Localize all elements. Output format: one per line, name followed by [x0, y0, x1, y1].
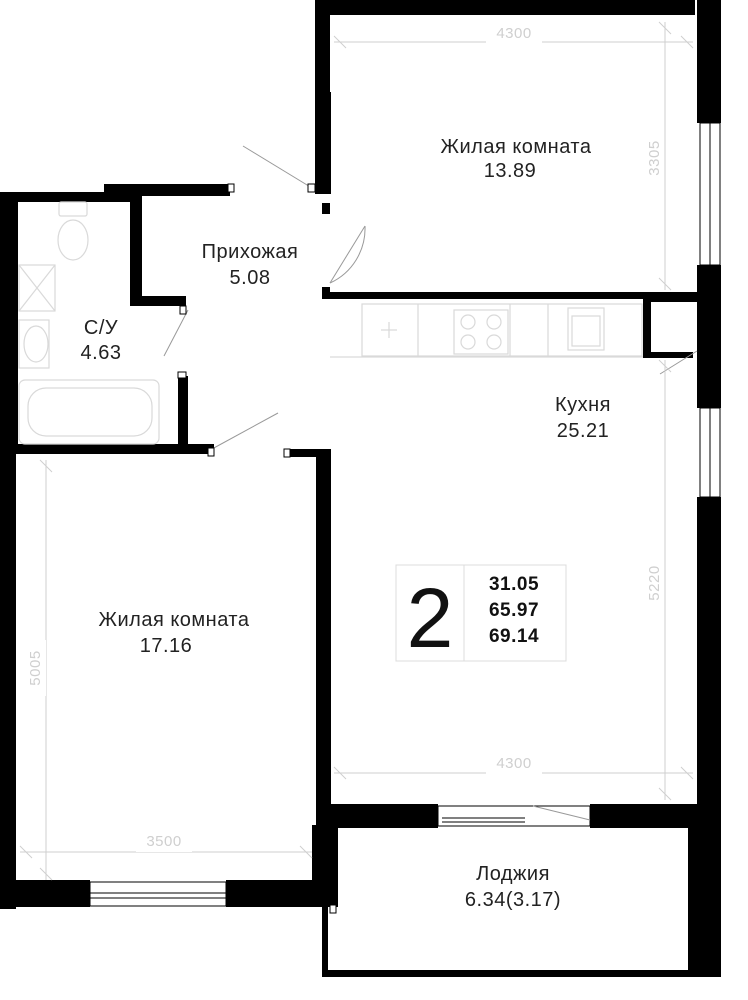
wall-bottom-left — [0, 880, 90, 907]
wall-partition-kitchen — [323, 292, 699, 299]
sink-icon — [567, 307, 605, 351]
wall-kitchen-bottom-left — [330, 804, 438, 828]
wall-left-upper — [0, 192, 18, 454]
room-loggia-name: Лоджия — [476, 863, 550, 885]
fixtures — [18, 201, 643, 445]
room-living-top-area: 13.89 — [484, 160, 537, 182]
room-living-left-area: 17.16 — [140, 635, 193, 657]
wall-top-living-left-upper — [315, 0, 330, 92]
wall-hall-left — [130, 192, 142, 302]
badge-area-with-loggia: 69.14 — [489, 626, 539, 647]
wall-shaft-top — [643, 294, 699, 302]
room-bathroom-area: 4.63 — [81, 342, 122, 364]
room-living-left-name: Жилая комната — [99, 609, 250, 631]
door-swings — [163, 145, 698, 821]
room-kitchen-area: 25.21 — [557, 420, 610, 442]
wall-right-mid — [697, 265, 721, 408]
wall-shaft-left — [643, 294, 651, 356]
dim-top-height: 3305 — [646, 140, 663, 175]
dim-left-width: 3500 — [146, 833, 181, 850]
dim-kitchen-width: 4300 — [496, 755, 531, 772]
washbasin-icon — [18, 319, 50, 369]
room-kitchen-name: Кухня — [555, 394, 611, 416]
room-bathroom-name: С/У — [84, 317, 118, 339]
wall-right-upper — [697, 0, 721, 123]
badge-total-area: 65.97 — [489, 600, 539, 621]
wall-kitchen-bottom-right — [590, 804, 697, 828]
badge-living-area: 31.05 — [489, 574, 539, 595]
wall-top — [315, 0, 695, 15]
room-hallway-name: Прихожая — [202, 241, 299, 263]
toilet-icon — [57, 201, 89, 261]
wall-right-lower — [697, 497, 721, 977]
bathtub-icon — [18, 379, 160, 445]
kitchen-counter — [361, 303, 643, 357]
wall-top-living-left-lower — [315, 92, 331, 194]
wall-left-lower — [0, 444, 16, 909]
wall-loggia-left — [322, 905, 328, 977]
room-hallway-area: 5.08 — [230, 267, 271, 289]
room-labels: Жилая комната 13.89 Прихожая 5.08 С/У 4.… — [81, 136, 611, 911]
door-loggia — [437, 805, 591, 827]
wall-bottom-joint — [312, 825, 338, 907]
wall-bath-right-lower — [178, 376, 188, 451]
room-loggia-area: 6.34(3.17) — [465, 889, 561, 911]
dim-left-height: 5005 — [27, 650, 44, 685]
markers — [177, 183, 337, 914]
wall-loggia-bottom — [322, 970, 721, 977]
wall-shaft-bottom — [643, 352, 693, 358]
wall-bath-bottom — [0, 444, 214, 454]
wall-kitchen-corner — [288, 449, 331, 457]
walls — [0, 0, 721, 977]
stove-icon — [453, 309, 509, 355]
wall-loggia-right — [688, 826, 697, 976]
wall-nub-2 — [322, 203, 330, 214]
dimension-labels: 4300 3305 5220 4300 5005 3500 — [24, 22, 664, 852]
wall-nub — [322, 287, 330, 299]
wall-hall-step — [130, 296, 186, 306]
windows — [89, 122, 721, 907]
dim-kitchen-height: 5220 — [646, 565, 663, 600]
dim-top-width: 4300 — [496, 25, 531, 42]
wall-bath-top — [0, 192, 135, 202]
window-left-bottom — [89, 881, 227, 907]
wall-bottom-mid — [226, 880, 314, 907]
room-living-top-name: Жилая комната — [441, 136, 592, 158]
shower-icon — [18, 264, 56, 312]
apartment-badge: 2 31.05 65.97 69.14 — [395, 564, 567, 665]
wall-kitchen-left — [316, 450, 331, 828]
badge-rooms-count: 2 — [407, 571, 454, 665]
